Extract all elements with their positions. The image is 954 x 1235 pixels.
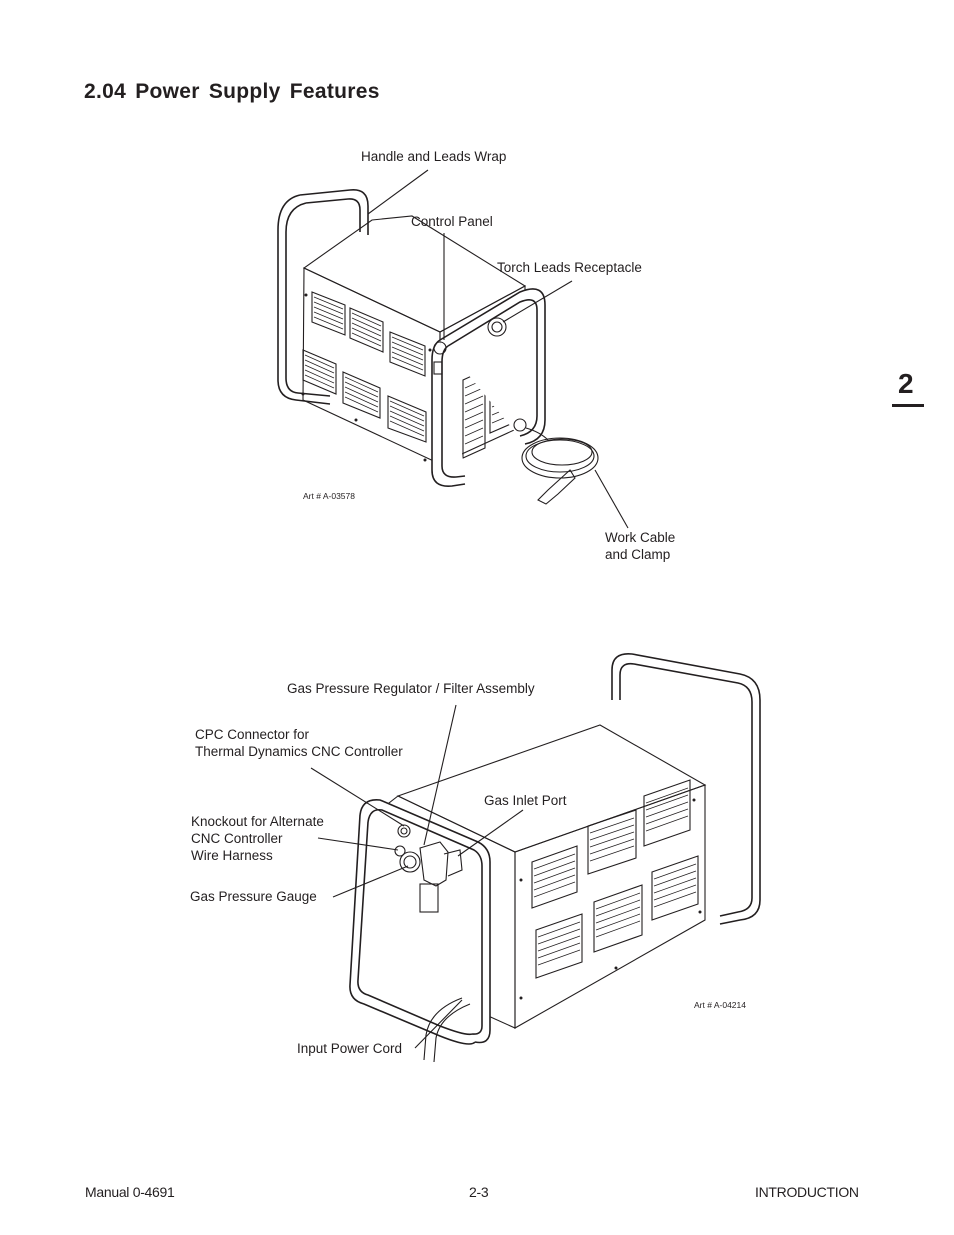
label-gas-pressure-gauge: Gas Pressure Gauge [190,889,317,904]
label-control-panel: Control Panel [411,214,493,229]
label-gas-inlet-port: Gas Inlet Port [484,793,567,808]
section-title: 2.04 Power Supply Features [84,80,380,103]
chapter-tab-underline [892,404,924,407]
footer-section-name: INTRODUCTION [755,1184,859,1200]
label-gas-pressure-regulator: Gas Pressure Regulator / Filter Assembly [287,681,535,696]
label-torch-leads-receptacle: Torch Leads Receptacle [497,260,642,275]
label-handle-and-leads-wrap: Handle and Leads Wrap [361,149,507,164]
label-cpc-connector: CPC Connector for Thermal Dynamics CNC C… [195,727,403,759]
footer-manual-number: Manual 0-4691 [85,1184,175,1200]
chapter-tab-number: 2 [898,368,914,399]
label-work-cable-and-clamp: Work Cable and Clamp [605,530,676,562]
label-input-power-cord: Input Power Cord [297,1041,403,1056]
art-number-figure2: Art # A-04214 [694,1000,746,1010]
footer-page-number: 2-3 [469,1184,489,1200]
label-knockout-alternate-cnc: Knockout for Alternate CNC Controller Wi… [191,814,324,863]
art-number-figure1: Art # A-03578 [303,491,355,501]
